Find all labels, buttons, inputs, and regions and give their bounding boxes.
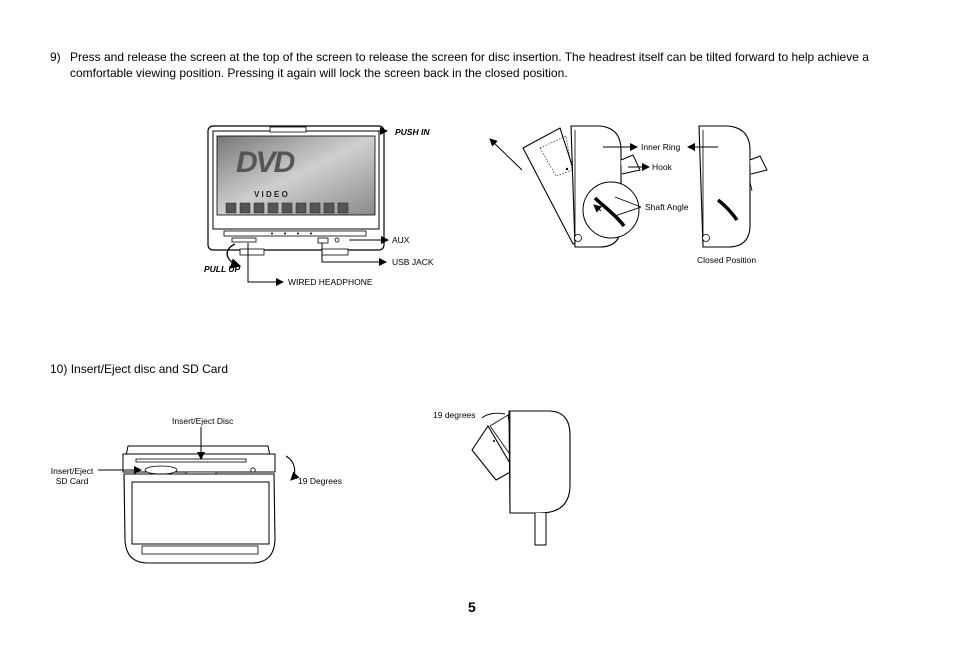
19-degrees-side-label: 19 degrees (433, 410, 476, 420)
step-9-number: 9) (50, 50, 61, 64)
onscreen-buttons (225, 202, 349, 214)
pull-up-label: PULL UP (204, 264, 241, 274)
insert-eject-sd-label: Insert/Eject SD Card (44, 466, 100, 486)
insert-eject-sd-line1: Insert/Eject (50, 466, 94, 476)
inner-ring-label: Inner Ring (641, 142, 681, 152)
screen-display (216, 135, 376, 216)
step-9-text: Press and release the screen at the top … (70, 50, 869, 80)
figure3-open-front-view (98, 427, 300, 564)
aux-label: AUX (392, 235, 410, 245)
step-9: 9) Press and release the screen at the t… (50, 49, 920, 81)
step-10-text: Insert/Eject disc and SD Card (70, 362, 229, 376)
19-degrees-label: 19 Degrees (298, 476, 342, 486)
video-logo: V I D E O (254, 190, 288, 199)
shaft-angle-label: Shaft Angle (645, 202, 689, 212)
closed-position-label: Closed Position (697, 255, 757, 265)
insert-eject-disc-label: Insert/Eject Disc (172, 416, 234, 426)
page-number: 5 (468, 599, 476, 615)
hook-label: Hook (652, 162, 672, 172)
insert-eject-sd-line2: SD Card (55, 476, 89, 486)
wired-headphone-label: WIRED HEADPHONE (288, 277, 373, 287)
figure1-front-view (207, 125, 389, 286)
push-in-label: PUSH IN (395, 127, 430, 137)
figure4-side-view (471, 410, 571, 546)
step-10: 10) Insert/Eject disc and SD Card (50, 361, 228, 377)
usb-jack-label: USB JACK (392, 257, 434, 267)
dvd-logo: DVD (236, 146, 295, 179)
figure2-side-views (489, 125, 768, 248)
step-10-number: 10) (50, 362, 68, 376)
